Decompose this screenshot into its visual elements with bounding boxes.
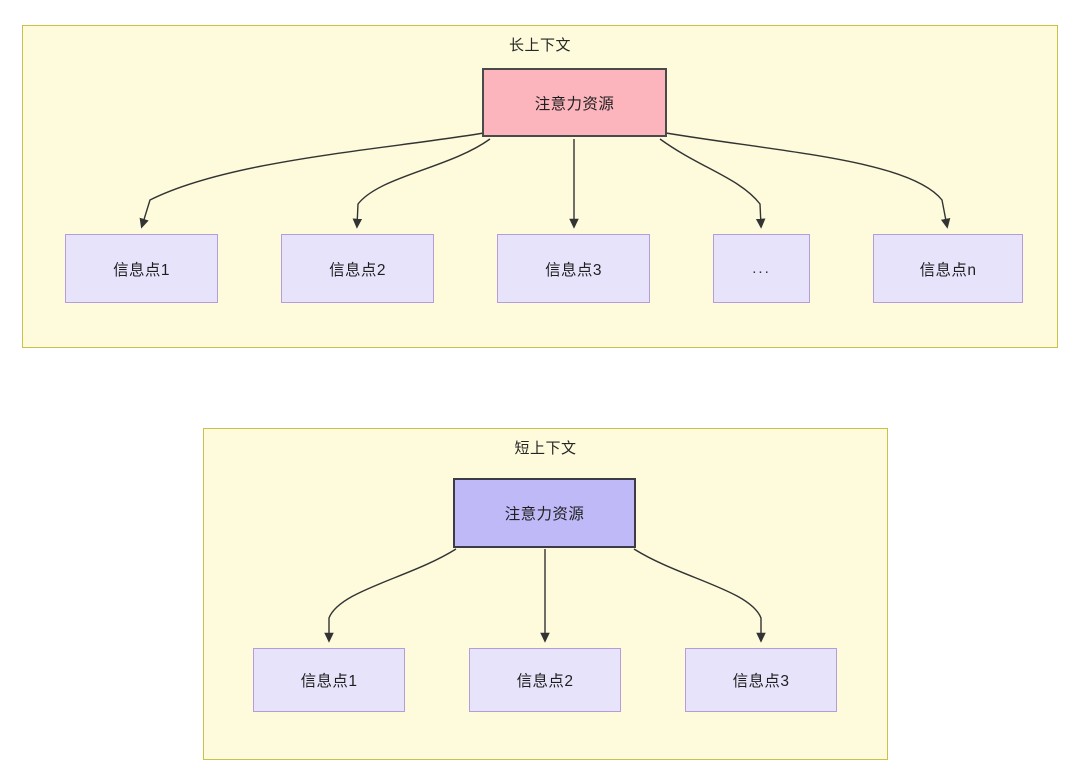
node-label: 信息点n xyxy=(919,261,977,279)
node-long-info-point-2[interactable]: 信息点2 xyxy=(281,234,434,303)
panel-short-context-title: 短上下文 xyxy=(514,440,577,457)
node-long-info-point-3[interactable]: 信息点3 xyxy=(497,234,650,303)
node-label: 注意力资源 xyxy=(504,506,585,523)
node-long-info-point-ellipsis[interactable]: ... xyxy=(713,234,810,303)
node-long-attention-resource[interactable]: 注意力资源 xyxy=(482,68,667,137)
panel-long-context-title: 长上下文 xyxy=(508,37,571,54)
node-label: 注意力资源 xyxy=(534,95,615,113)
node-short-attention-resource[interactable]: 注意力资源 xyxy=(453,478,636,548)
node-label: 信息点3 xyxy=(545,261,602,279)
node-label: 信息点2 xyxy=(329,261,386,279)
node-label: 信息点1 xyxy=(300,673,358,690)
node-short-info-point-2[interactable]: 信息点2 xyxy=(469,648,621,712)
node-short-info-point-3[interactable]: 信息点3 xyxy=(685,648,837,712)
node-label: 信息点1 xyxy=(113,261,170,279)
node-long-info-point-1[interactable]: 信息点1 xyxy=(65,234,218,303)
node-label: 信息点2 xyxy=(516,673,574,690)
node-label: ... xyxy=(752,260,771,277)
node-label: 信息点3 xyxy=(732,673,790,690)
node-long-info-point-n[interactable]: 信息点n xyxy=(873,234,1023,303)
node-short-info-point-1[interactable]: 信息点1 xyxy=(253,648,405,712)
